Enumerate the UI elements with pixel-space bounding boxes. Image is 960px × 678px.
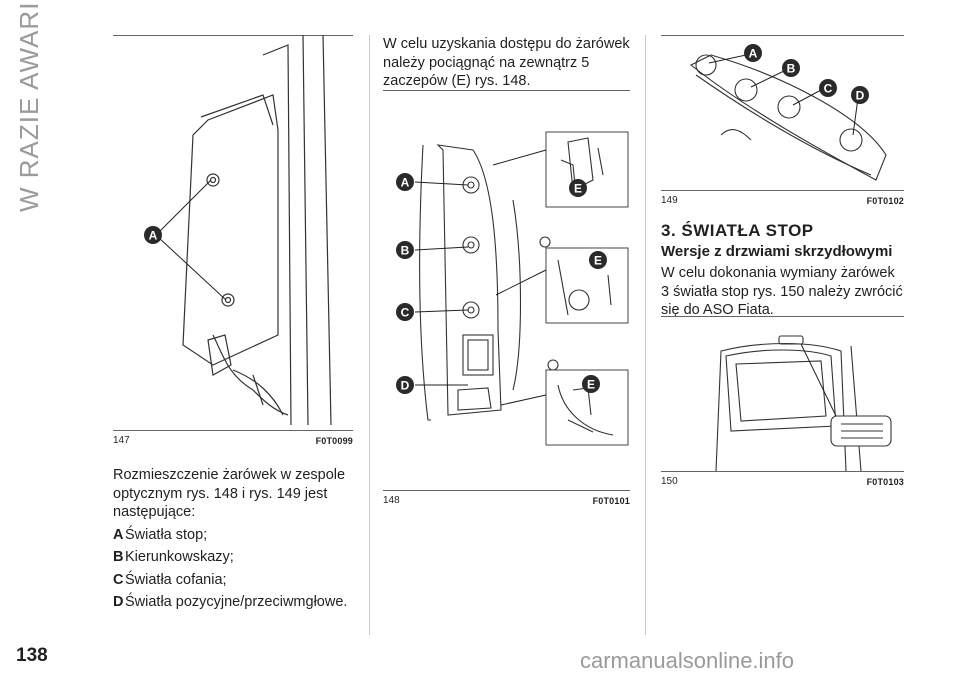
figure-number: 148: [383, 495, 400, 506]
figure-code: F0T0099: [315, 436, 353, 446]
column-divider: [369, 35, 370, 635]
label-d: D: [401, 379, 410, 393]
label-a: A: [749, 47, 758, 61]
figure-149-drawing: A B C D: [689, 44, 887, 181]
label-a: A: [149, 229, 158, 243]
figure-147: A 147 F0T0099: [113, 35, 353, 450]
watermark: carmanualsonline.info: [580, 648, 795, 673]
figure-150-drawing: [715, 335, 892, 471]
figure-number: 149: [661, 195, 678, 206]
section-heading: 3. ŚWIATŁA STOP: [661, 221, 814, 240]
left-text-block: Rozmieszczenie żarówek w zespole optyczn…: [113, 466, 358, 616]
figure-148-drawing: A B C D E E E: [396, 131, 629, 446]
label-d: D: [856, 89, 865, 103]
label-e: E: [574, 182, 582, 196]
label-e: E: [594, 254, 602, 268]
figure-149: A B C D 149 F0T0102: [661, 35, 904, 210]
figure-number: 147: [113, 435, 130, 446]
section-subheading: Wersje z drzwiami skrzydłowymi: [661, 243, 893, 260]
label-e: E: [587, 378, 595, 392]
figure-code: F0T0102: [866, 196, 904, 206]
figure-148: A B C D E E E 148 F0T0101: [383, 90, 630, 510]
intro-paragraph: Rozmieszczenie żarówek w zespole optyczn…: [113, 467, 346, 520]
figure-150: 150 F0T0103: [661, 316, 904, 491]
label-c: C: [824, 82, 833, 96]
chapter-title: W RAZIE AWARII: [14, 0, 44, 212]
label-b: B: [787, 62, 796, 76]
middle-text: W celu uzyskania dostępu do żarówek nale…: [383, 36, 630, 89]
figure-code: F0T0101: [592, 496, 630, 506]
page-number: 138: [16, 645, 48, 666]
figure-number: 150: [661, 476, 678, 487]
figure-147-drawing: A: [144, 35, 332, 426]
label-b: B: [401, 244, 410, 258]
column-divider: [645, 35, 646, 635]
label-a: A: [401, 176, 410, 190]
figure-code: F0T0103: [866, 477, 904, 487]
section-body: W celu dokonania wymiany żarówek 3 świat…: [661, 265, 903, 318]
label-c: C: [401, 306, 410, 320]
